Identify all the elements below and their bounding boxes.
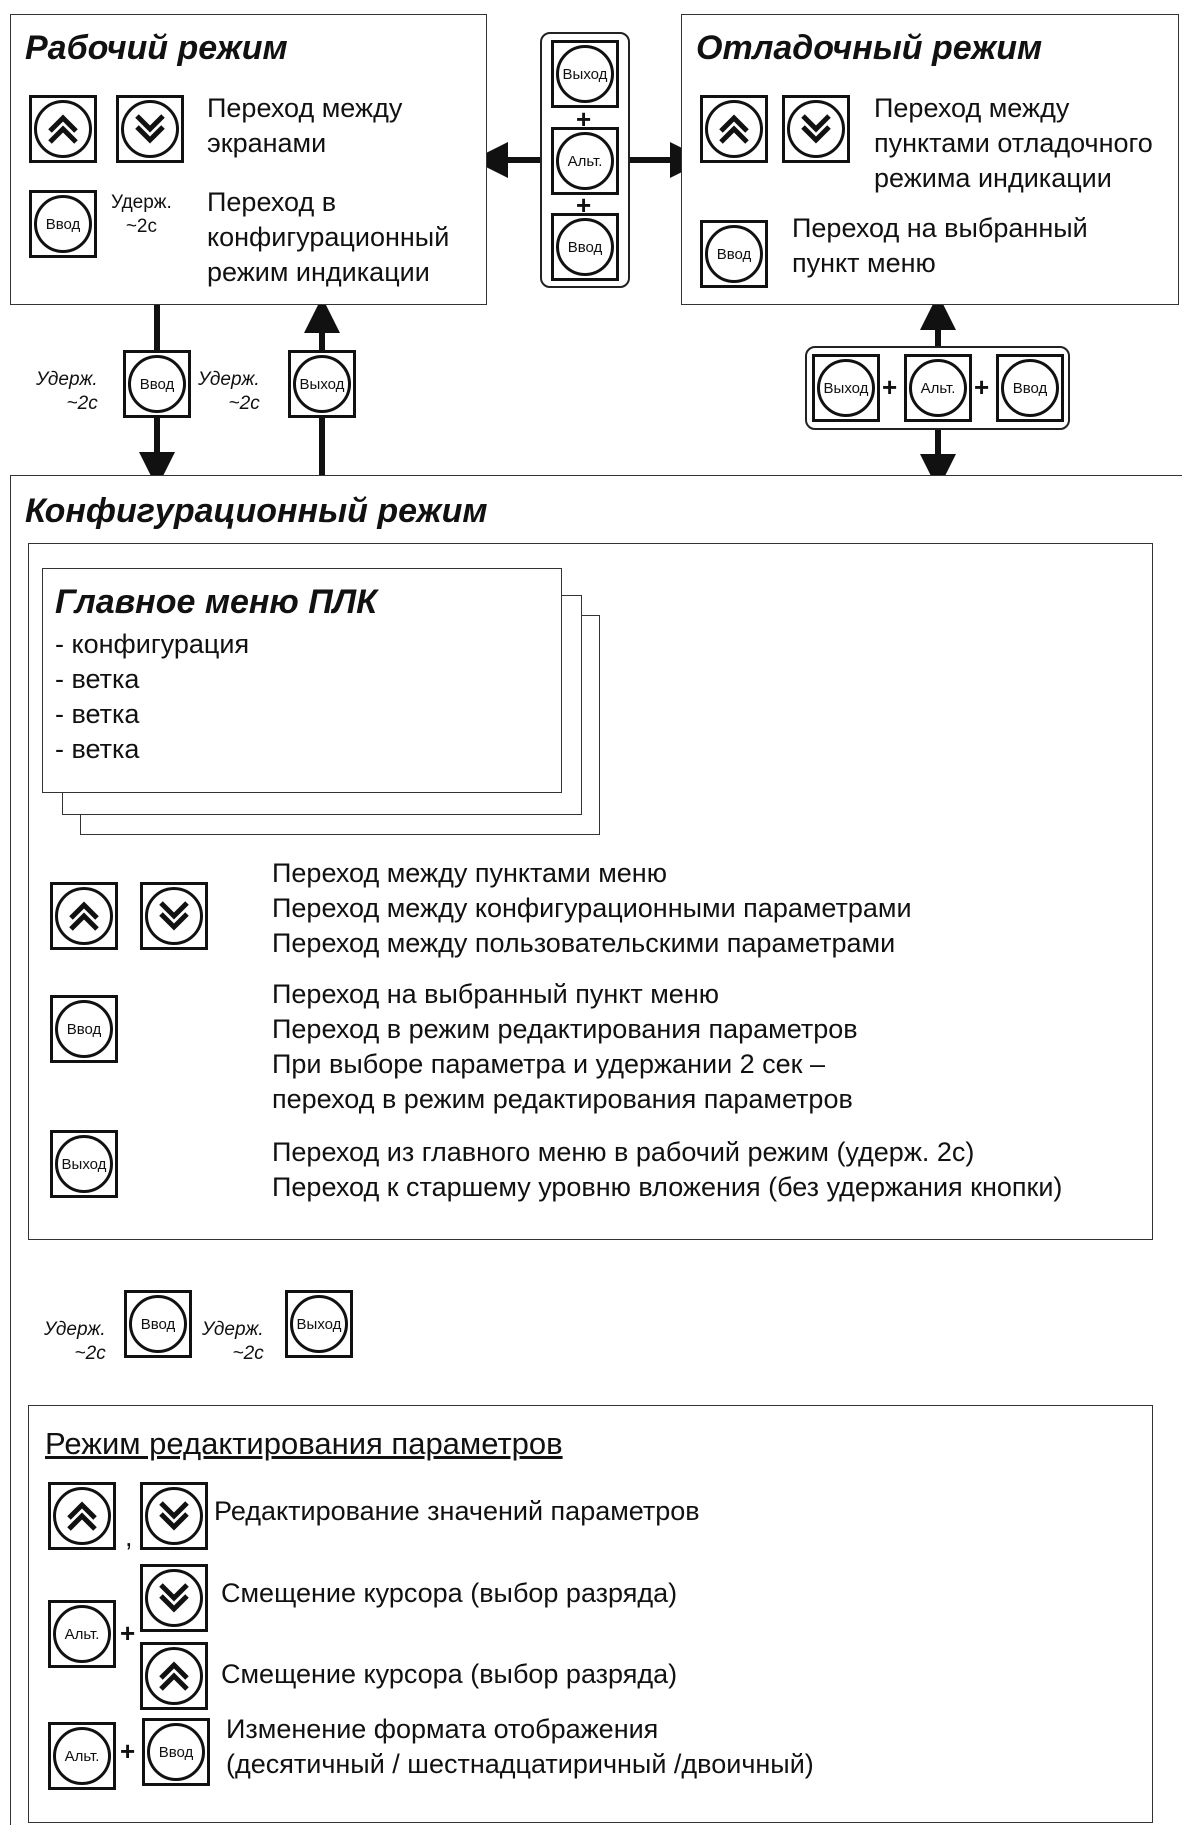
format-description: Изменение формата отображения (десятичны… [226,1714,814,1779]
combo-exit-button[interactable]: Выход [551,40,619,108]
main-menu-title: Главное меню ПЛК [55,583,377,621]
edit-transition-exit-button[interactable]: Выход [285,1290,353,1358]
double-chevron-down-icon [159,1501,189,1531]
config-exit-description: Переход из главного меню в рабочий режим… [272,1137,1063,1202]
double-chevron-down-icon [159,901,189,931]
double-chevron-down-icon [135,114,165,144]
main-menu-panel: Главное меню ПЛК - конфигурация - ветка … [42,568,562,793]
up-button[interactable] [29,95,97,163]
menu-item: - ветка [55,664,140,694]
debug-mode-title: Отладочный режим [696,29,1043,67]
plus-sign: + [120,1618,136,1648]
config-up-button[interactable] [50,882,118,950]
format-alt-button[interactable]: Альт. [48,1722,116,1790]
hold-label-exit: Удерж. ~2с [198,369,260,414]
config-enter-button[interactable]: Ввод [50,995,118,1063]
hold-label-exit: Удерж. ~2с [202,1319,264,1364]
double-chevron-up-icon [69,901,99,931]
double-chevron-down-icon [801,114,831,144]
edit-up-button[interactable] [48,1482,116,1550]
format-enter-button[interactable]: Ввод [142,1718,210,1786]
double-chevron-up-icon [719,114,749,144]
hcombo-alt-button[interactable]: Альт. [904,354,972,422]
debug-up-button[interactable] [700,95,768,163]
config-updown-description: Переход между пунктами меню Переход межд… [272,858,912,958]
cursor-shift-description-1: Смещение курсора (выбор разряда) [221,1578,678,1608]
plus-sign: + [974,372,990,402]
menu-item: - конфигурация [55,629,250,659]
work-mode-title: Рабочий режим [25,29,288,67]
edit-cursor-up-button[interactable] [140,1642,208,1710]
comma-separator: , [125,1522,133,1552]
edit-mode-box: Режим редактирования параметров [28,1405,1153,1823]
edit-values-description: Редактирование значений параметров [214,1496,700,1526]
edit-alt-button[interactable]: Альт. [48,1600,116,1668]
double-chevron-up-icon [67,1501,97,1531]
double-chevron-up-icon [48,114,78,144]
edit-mode-title: Режим редактирования параметров [45,1426,563,1461]
menu-item: - ветка [55,699,140,729]
combo-alt-button[interactable]: Альт. [551,127,619,195]
combo-enter-button[interactable]: Ввод [551,213,619,281]
double-chevron-down-icon [159,1583,189,1613]
config-enter-description: Переход на выбранный пункт меню Переход … [272,979,858,1114]
debug-enter-description: Переход на выбранный пункт меню [792,213,1088,278]
plus-sign: + [882,372,898,402]
debug-updown-description: Переход между пунктами отладочного режим… [874,93,1153,193]
menu-item: - ветка [55,734,140,764]
work-hold-label: Удерж. ~2с [111,192,172,237]
work-enter-description: Переход в конфигурационный режим индикац… [207,187,450,287]
plus-sign: + [576,104,592,134]
hold-label-enter: Удерж. ~2с [44,1319,106,1364]
config-mode-title: Конфигурационный режим [25,492,488,530]
plus-sign: + [120,1736,136,1766]
work-updown-description: Переход между экранами [207,93,403,158]
config-down-button[interactable] [140,882,208,950]
enter-button[interactable]: Ввод [29,190,97,258]
transition-enter-button[interactable]: Ввод [123,350,191,418]
debug-enter-button[interactable]: Ввод [700,220,768,288]
main-menu-items: - конфигурация - ветка - ветка - ветка [55,627,249,767]
hold-label-enter: Удерж. ~2с [36,369,98,414]
hcombo-exit-button[interactable]: Выход [812,354,880,422]
plus-sign: + [576,190,592,220]
transition-exit-button[interactable]: Выход [288,350,356,418]
debug-down-button[interactable] [782,95,850,163]
down-button[interactable] [116,95,184,163]
debug-mode-box: Отладочный режим Переход между пунктами … [681,14,1179,305]
edit-down-button[interactable] [140,1482,208,1550]
hcombo-enter-button[interactable]: Ввод [996,354,1064,422]
config-exit-button[interactable]: Выход [50,1130,118,1198]
double-chevron-up-icon [159,1661,189,1691]
cursor-shift-description-2: Смещение курсора (выбор разряда) [221,1659,678,1689]
edit-transition-enter-button[interactable]: Ввод [124,1290,192,1358]
edit-cursor-down-button[interactable] [140,1564,208,1632]
work-mode-box: Рабочий режим Переход между экранами Вво… [10,14,487,305]
